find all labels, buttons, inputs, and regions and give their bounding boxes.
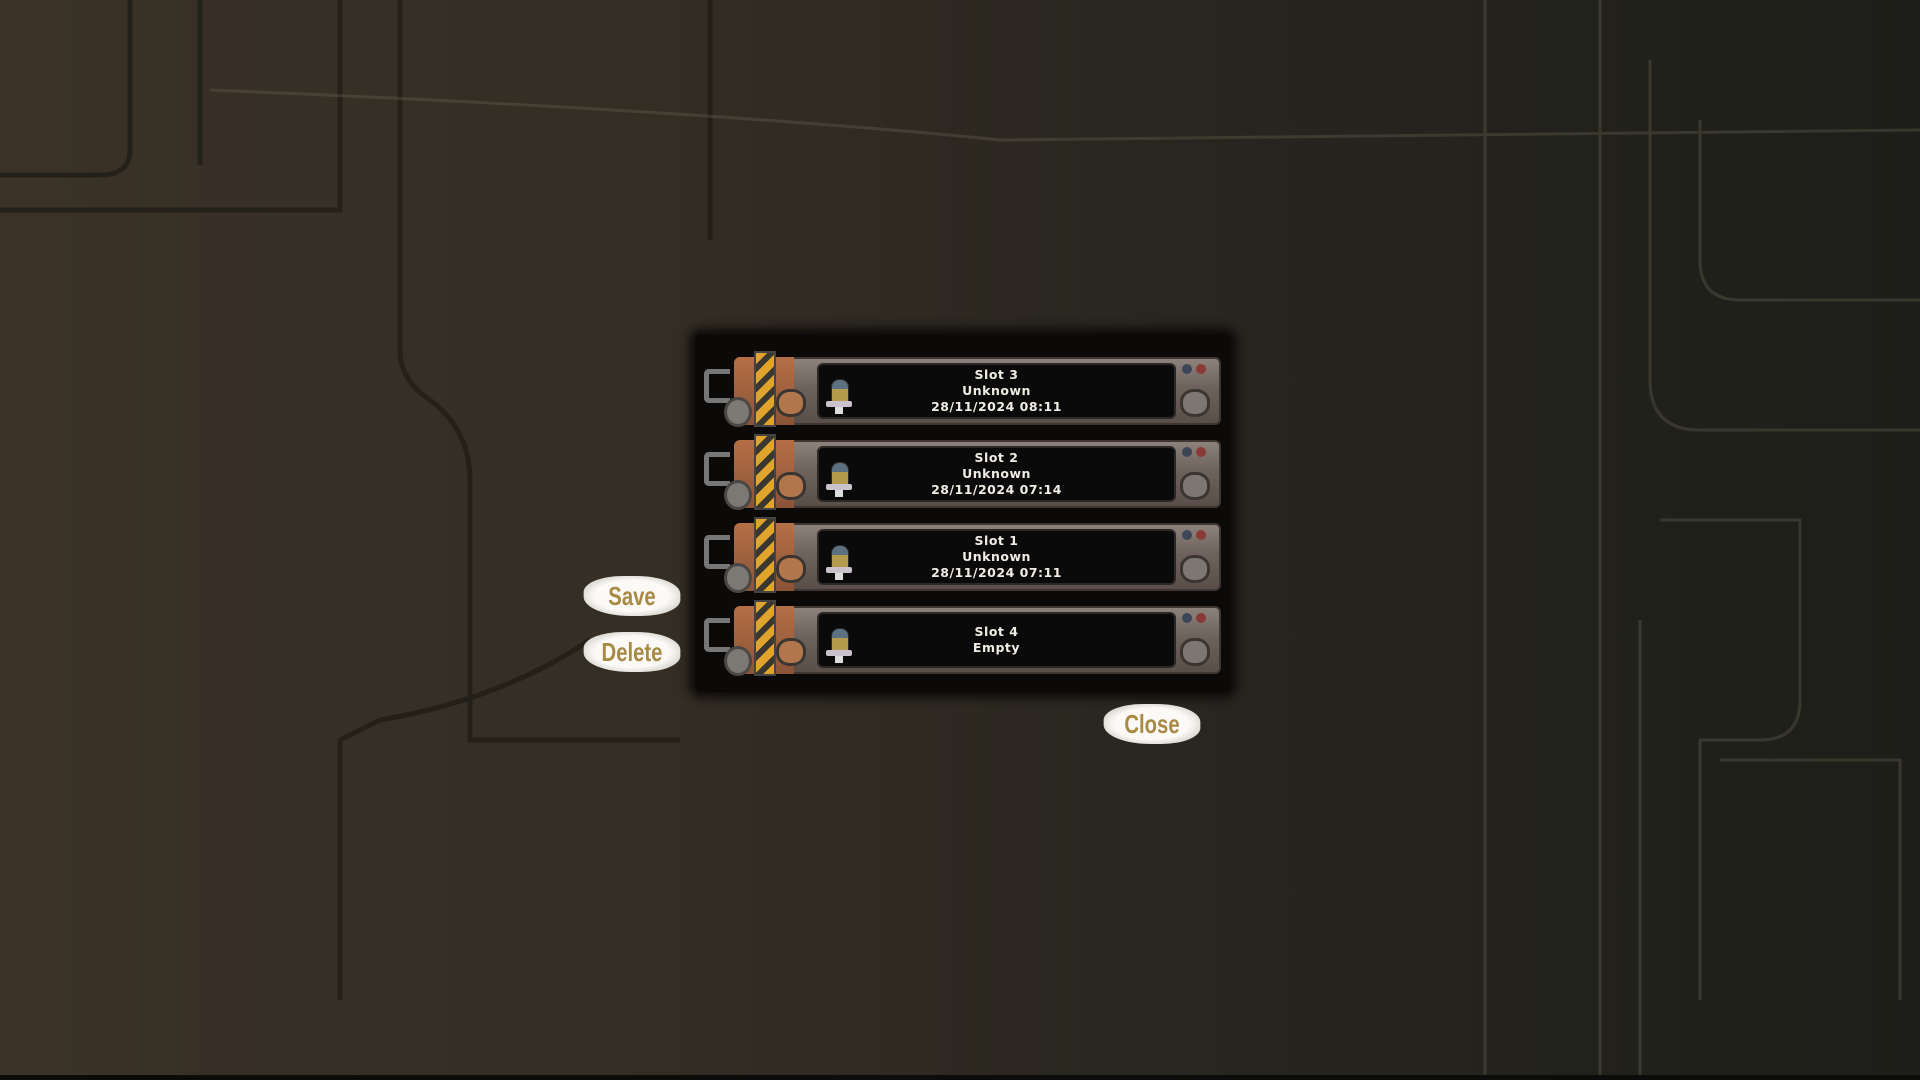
hazard-stripe xyxy=(754,434,776,510)
lightbulb-icon xyxy=(826,545,852,580)
lightbulb-icon xyxy=(826,462,852,497)
knob-icon xyxy=(1180,555,1210,583)
slot-screen xyxy=(817,612,1176,668)
slot-screen xyxy=(817,446,1176,502)
speaker-grill-icon xyxy=(724,480,752,510)
indicator-lights xyxy=(1182,610,1210,628)
slot-status: Unknown xyxy=(962,549,1031,564)
knob-icon xyxy=(776,389,806,417)
knob-icon xyxy=(776,472,806,500)
speaker-grill-icon xyxy=(724,646,752,676)
slot-screen xyxy=(817,363,1176,419)
knob-icon xyxy=(1180,638,1210,666)
hazard-stripe xyxy=(754,517,776,593)
slot-name: Slot 4 xyxy=(974,624,1019,639)
speaker-grill-icon xyxy=(724,397,752,427)
slot-name: Slot 2 xyxy=(974,450,1019,465)
slot-name: Slot 3 xyxy=(974,367,1019,382)
slot-screen xyxy=(817,529,1176,585)
handle-icon xyxy=(704,452,730,486)
lightbulb-icon xyxy=(826,379,852,414)
speaker-grill-icon xyxy=(724,563,752,593)
delete-button[interactable]: Delete xyxy=(583,632,681,672)
save-slot-2[interactable]: Slot 2 Unknown 28/11/2024 07:14 xyxy=(704,434,1221,512)
knob-icon xyxy=(1180,472,1210,500)
slot-date: 28/11/2024 07:14 xyxy=(931,482,1062,497)
hazard-stripe xyxy=(754,351,776,427)
slot-status: Unknown xyxy=(962,466,1031,481)
handle-icon xyxy=(704,618,730,652)
save-slot-4[interactable]: Slot 4 Empty xyxy=(704,600,1221,678)
indicator-lights xyxy=(1182,527,1210,545)
handle-icon xyxy=(704,369,730,403)
hazard-stripe xyxy=(754,600,776,676)
slot-info: Slot 4 Empty xyxy=(817,612,1176,668)
slot-info: Slot 3 Unknown 28/11/2024 08:11 xyxy=(817,363,1176,419)
slot-status: Unknown xyxy=(962,383,1031,398)
slot-name: Slot 1 xyxy=(974,533,1019,548)
close-button[interactable]: Close xyxy=(1103,704,1201,744)
slot-status: Empty xyxy=(972,640,1021,655)
save-slot-3[interactable]: Slot 3 Unknown 28/11/2024 08:11 xyxy=(704,351,1221,429)
indicator-lights xyxy=(1182,361,1210,379)
knob-icon xyxy=(776,555,806,583)
slot-info: Slot 1 Unknown 28/11/2024 07:11 xyxy=(817,529,1176,585)
save-slot-1[interactable]: Slot 1 Unknown 28/11/2024 07:11 xyxy=(704,517,1221,595)
lightbulb-icon xyxy=(826,628,852,663)
slot-date: 28/11/2024 07:11 xyxy=(931,565,1062,580)
slot-info: Slot 2 Unknown 28/11/2024 07:14 xyxy=(817,446,1176,502)
handle-icon xyxy=(704,535,730,569)
bottom-edge xyxy=(0,1075,1920,1080)
save-button[interactable]: Save xyxy=(583,576,681,616)
knob-icon xyxy=(776,638,806,666)
indicator-lights xyxy=(1182,444,1210,462)
knob-icon xyxy=(1180,389,1210,417)
slot-date: 28/11/2024 08:11 xyxy=(931,399,1062,414)
